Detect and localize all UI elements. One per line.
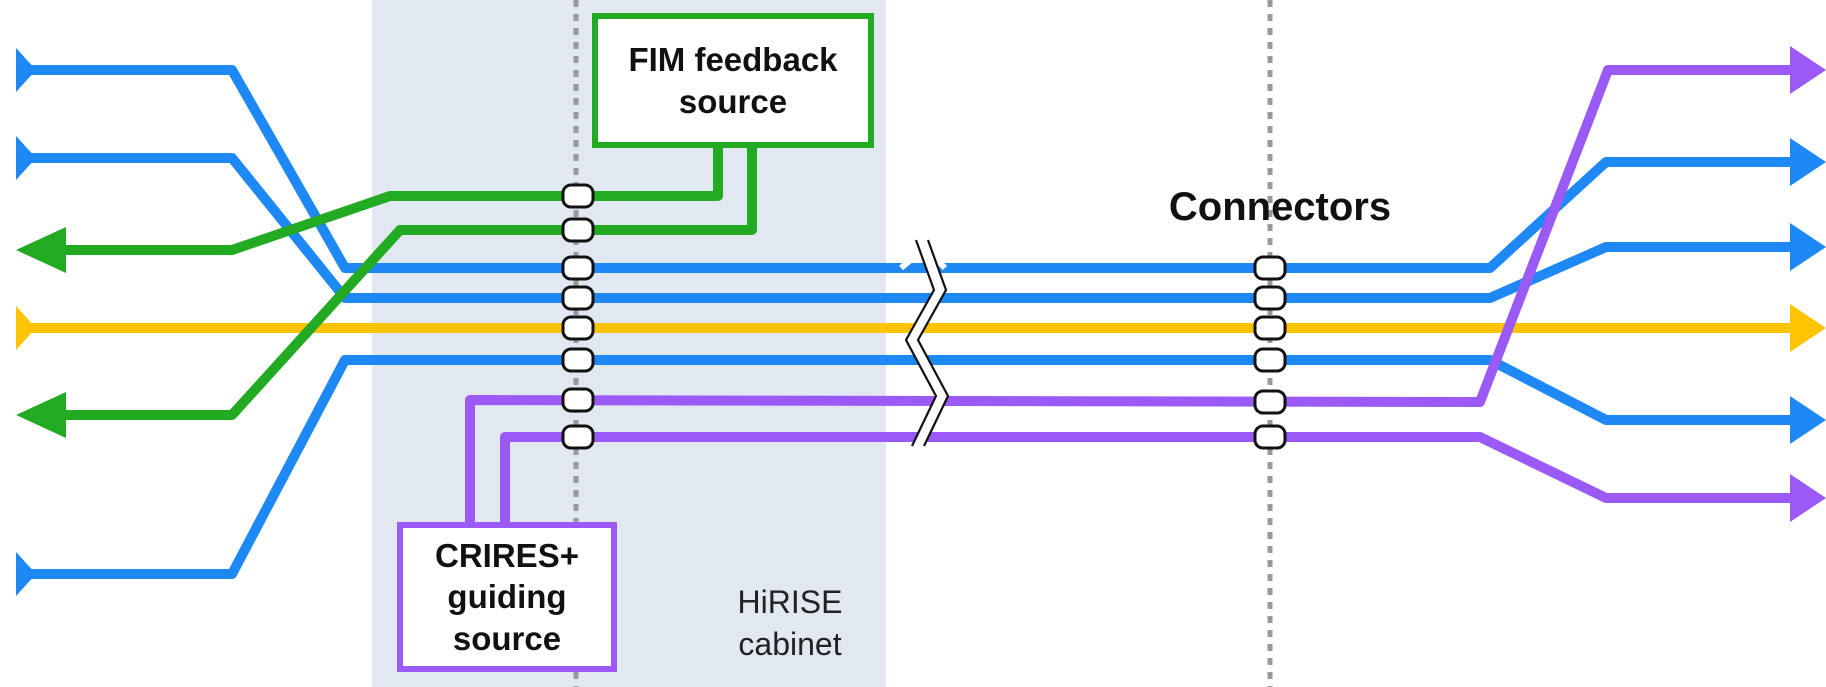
connector-cabinet-5 [561, 315, 595, 341]
length-break-symbol [899, 238, 950, 449]
arrow-fim-feedback-1-out [16, 227, 66, 273]
hirise-cabinet-label: HiRISE cabinet [737, 584, 843, 662]
fiber-fim-feedback-2 [48, 148, 757, 420]
connector-outside-1 [1253, 255, 1287, 281]
connector-outside-5 [1253, 389, 1287, 415]
arrow-science-2-in [16, 136, 36, 180]
connector-outside-4 [1253, 347, 1287, 373]
connectors-label: Connectors [1168, 185, 1392, 229]
arrow-science-1-out [1790, 138, 1826, 186]
crires-guiding-source-box: CRIRES+ guiding source [397, 522, 617, 672]
connector-column-cabinet [561, 183, 595, 450]
connector-cabinet-7 [561, 387, 595, 413]
connector-column-outside [1253, 255, 1287, 450]
fiber-science-1 [18, 65, 1800, 273]
connector-cabinet-1 [561, 183, 595, 209]
fiber-fim-feedback-1 [48, 148, 723, 255]
fiber-crires-guiding-2 [500, 432, 1800, 522]
arrow-science-3-in [16, 552, 36, 596]
arrow-reference-out [1790, 304, 1826, 352]
arrow-fim-feedback-2-out [16, 392, 66, 438]
connector-outside-2 [1253, 285, 1287, 311]
arrow-science-3-out [1790, 396, 1826, 444]
arrow-crires-1-out [1790, 46, 1826, 94]
connector-cabinet-3 [561, 255, 595, 281]
arrow-reference-in [16, 306, 36, 350]
arrow-science-1-in [16, 48, 36, 92]
fiber-crires-guiding-1 [465, 65, 1800, 522]
connector-outside-3 [1253, 315, 1287, 341]
fiber-science-2 [18, 153, 1800, 303]
connector-outside-6 [1253, 424, 1287, 450]
connector-cabinet-4 [561, 285, 595, 311]
fim-feedback-source-box: FIM feedback source [592, 13, 874, 148]
arrow-science-2-out [1790, 223, 1826, 271]
connector-cabinet-6 [561, 347, 595, 373]
connector-cabinet-2 [561, 217, 595, 243]
arrow-crires-2-out [1790, 474, 1826, 522]
connector-cabinet-8 [561, 424, 595, 450]
